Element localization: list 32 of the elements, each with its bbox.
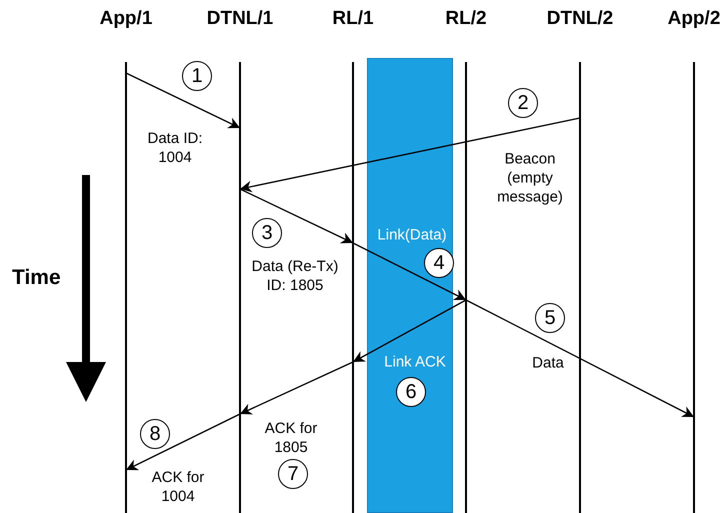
lifeline-label: DTNL/1	[206, 8, 274, 30]
callout-number: 5	[535, 303, 565, 333]
callout-number: 4	[424, 248, 454, 278]
message-arrow	[240, 188, 354, 244]
message-label: Beacon (empty message)	[496, 150, 564, 206]
callout-number: 8	[140, 419, 170, 449]
message-arrow	[352, 242, 466, 301]
callout-number: 6	[396, 377, 426, 407]
callout-number: 1	[182, 61, 212, 91]
message-arrow	[126, 72, 240, 129]
lifeline-label: RL/1	[331, 8, 375, 30]
message-label: ACK for 1805	[264, 419, 318, 457]
callout-number: 2	[508, 88, 538, 118]
lifeline-label: App/1	[98, 8, 154, 30]
lifeline-label: RL/2	[444, 8, 488, 30]
message-arrow	[240, 361, 354, 415]
message-arrow	[126, 413, 240, 471]
message-label: Link(Data)	[376, 226, 448, 244]
message-arrow	[352, 299, 466, 363]
message-arrow	[466, 299, 694, 418]
message-label: Data ID: 1004	[146, 129, 204, 167]
time-label: Time	[12, 266, 61, 290]
callout-number: 3	[252, 218, 282, 248]
message-label: Data	[531, 354, 565, 372]
link-band	[367, 58, 453, 513]
callout-number: 7	[278, 459, 308, 489]
message-label: Data (Re-Tx) ID: 1805	[250, 257, 340, 295]
message-label: Link ACK	[383, 352, 447, 372]
lifeline-label: App/2	[666, 8, 722, 30]
message-label: ACK for 1004	[150, 468, 206, 506]
message-arrow	[240, 117, 580, 192]
lifeline-label: DTNL/2	[546, 8, 614, 30]
